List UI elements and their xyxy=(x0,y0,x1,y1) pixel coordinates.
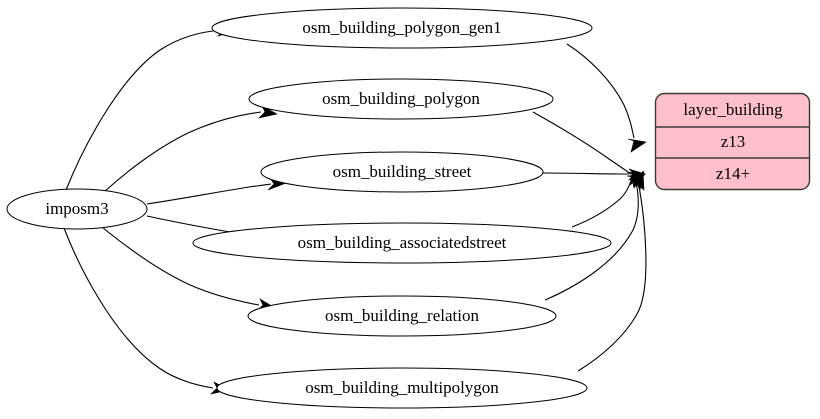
layer_building-row-z13: z13 xyxy=(721,132,746,151)
node-osm_building_multipolygon-shape xyxy=(216,367,588,409)
node-osm_building_multipolygon[interactable]: osm_building_multipolygon xyxy=(216,367,588,409)
edge-osm_building_street-to-layer_building-z14plus xyxy=(542,168,646,181)
node-osm_building_associatedstreet[interactable]: osm_building_associatedstreet xyxy=(192,222,612,264)
node-imposm3[interactable]: imposm3 xyxy=(6,188,148,230)
node-osm_building_street-shape xyxy=(260,151,544,193)
node-osm_building_polygon[interactable]: osm_building_polygon xyxy=(248,78,554,120)
node-osm_building_relation-shape xyxy=(247,295,557,337)
edge-osm_building_polygon_gen1-to-layer_building-z13 xyxy=(566,43,647,153)
node-osm_building_polygon_gen1[interactable]: osm_building_polygon_gen1 xyxy=(211,7,593,49)
node-osm_building_associatedstreet-label: osm_building_associatedstreet xyxy=(298,233,507,252)
node-layer_building-record[interactable]: layer_building z13 z14+ xyxy=(654,92,811,191)
edge-group-tables-to-layer xyxy=(532,43,647,372)
edge-osm_building_multipolygon-to-layer_building-z14plus xyxy=(577,170,647,372)
edge-imposm3-to-osm_building_street xyxy=(146,177,287,205)
node-osm_building_street-label: osm_building_street xyxy=(333,162,472,181)
node-osm_building_relation-label: osm_building_relation xyxy=(325,306,479,325)
edge-imposm3-to-osm_building_polygon xyxy=(103,105,278,193)
node-osm_building_polygon_gen1-shape xyxy=(211,7,593,49)
node-osm_building_associatedstreet-shape xyxy=(192,222,612,264)
node-osm_building_relation[interactable]: osm_building_relation xyxy=(247,295,557,337)
edge-imposm3-to-osm_building_polygon_gen1 xyxy=(65,24,237,191)
edge-imposm3-to-osm_building_multipolygon xyxy=(63,227,230,395)
layer_building-row-title: layer_building xyxy=(683,100,783,119)
node-osm_building_polygon-shape xyxy=(248,78,554,120)
layer_building-row-z14plus: z14+ xyxy=(716,164,750,183)
node-osm_building_street[interactable]: osm_building_street xyxy=(260,151,544,193)
node-imposm3-label: imposm3 xyxy=(45,199,108,218)
node-osm_building_polygon_gen1-label: osm_building_polygon_gen1 xyxy=(302,18,501,37)
node-imposm3-shape xyxy=(6,188,148,230)
node-osm_building_multipolygon-label: osm_building_multipolygon xyxy=(305,378,499,397)
layer_building-box xyxy=(654,92,811,191)
edge-osm_building_associatedstreet-to-layer_building-z14plus xyxy=(571,173,646,228)
node-osm_building_polygon-label: osm_building_polygon xyxy=(322,89,480,108)
